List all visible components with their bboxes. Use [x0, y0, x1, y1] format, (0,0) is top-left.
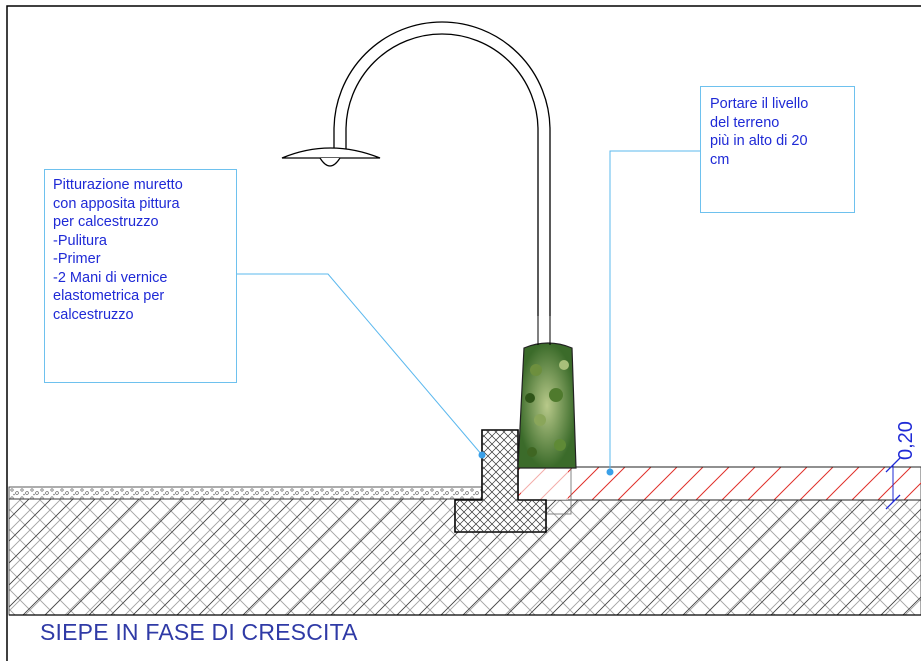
note-painting-wall: Pitturazione muretto con apposita pittur… — [44, 169, 237, 383]
drawing-title: SIEPE IN FASE DI CRESCITA — [40, 619, 358, 645]
hedge-plant — [517, 342, 577, 469]
street-lamp — [281, 21, 551, 345]
note-raise-soil: Portare il livello del terreno più in al… — [700, 86, 855, 213]
raised-soil-hatch — [518, 467, 921, 500]
leader-line-right — [609, 150, 700, 472]
dimension-marker: 0,20 — [885, 421, 917, 510]
leader-line-left — [237, 273, 483, 456]
drawing-frame — [6, 5, 921, 661]
dimension-label: 0,20 — [895, 421, 917, 460]
